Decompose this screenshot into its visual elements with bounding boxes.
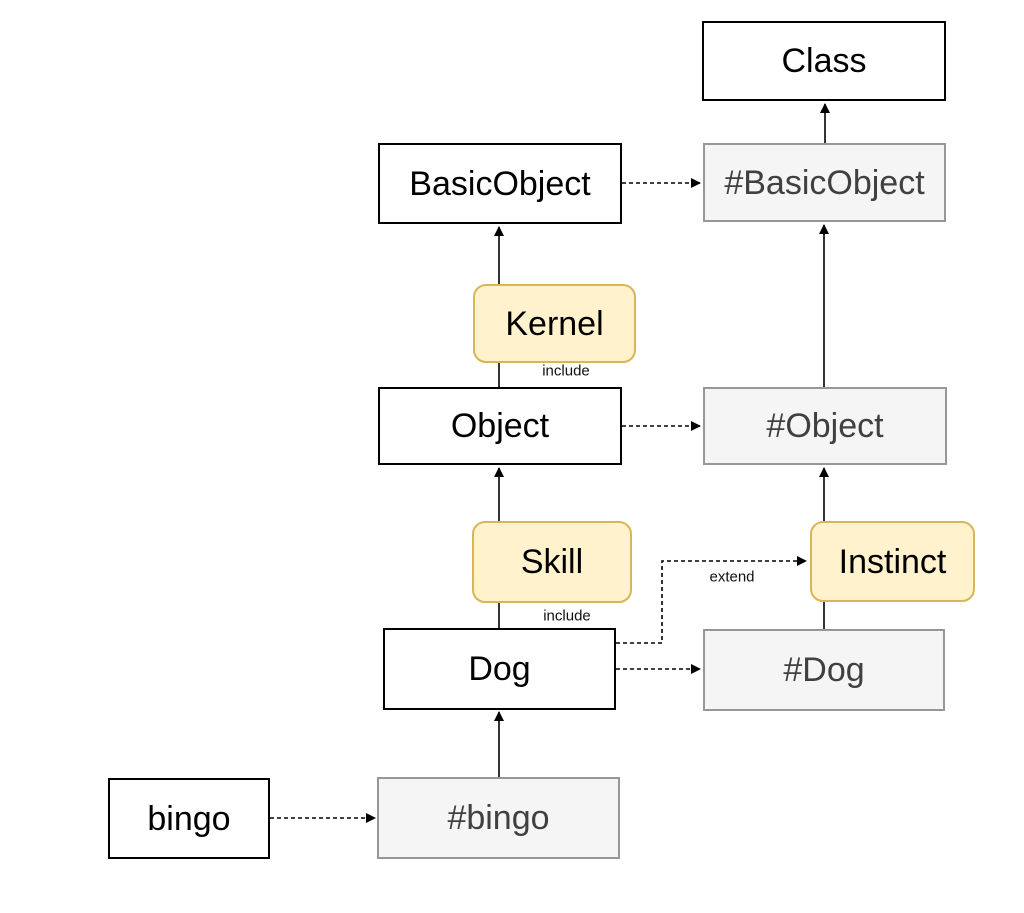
- node-skill: Skill: [472, 521, 632, 603]
- node-hash-object-label: #Object: [766, 407, 884, 445]
- node-hash-object: #Object: [703, 387, 947, 465]
- node-class-label: Class: [781, 42, 867, 80]
- node-kernel-label: Kernel: [505, 304, 604, 343]
- node-instinct-label: Instinct: [838, 542, 947, 581]
- node-instinct: Instinct: [810, 521, 975, 602]
- node-hash-bingo-label: #bingo: [447, 799, 550, 837]
- node-class: Class: [702, 21, 946, 101]
- node-hash-basicobject-label: #BasicObject: [724, 163, 925, 202]
- node-hash-bingo: #bingo: [377, 777, 620, 859]
- node-kernel: Kernel: [473, 284, 636, 363]
- edge-label-kernel-include: include: [542, 362, 590, 380]
- edge-label-skill-include: include: [543, 607, 591, 625]
- node-hash-dog: #Dog: [703, 629, 945, 711]
- node-hash-basicobject: #BasicObject: [703, 143, 946, 222]
- node-bingo-label: bingo: [147, 799, 231, 838]
- node-bingo: bingo: [108, 778, 270, 859]
- node-skill-label: Skill: [520, 543, 584, 581]
- edge-label-instinct-extend: extend: [709, 568, 755, 586]
- node-object: Object: [378, 387, 622, 465]
- node-object-label: Object: [450, 407, 550, 445]
- node-basicobject-label: BasicObject: [409, 164, 591, 203]
- node-basicobject: BasicObject: [378, 143, 622, 224]
- node-dog-label: Dog: [468, 650, 531, 688]
- node-hash-dog-label: #Dog: [783, 651, 865, 689]
- edge-dog-extend-instinct: [616, 556, 807, 644]
- node-dog: Dog: [383, 628, 616, 710]
